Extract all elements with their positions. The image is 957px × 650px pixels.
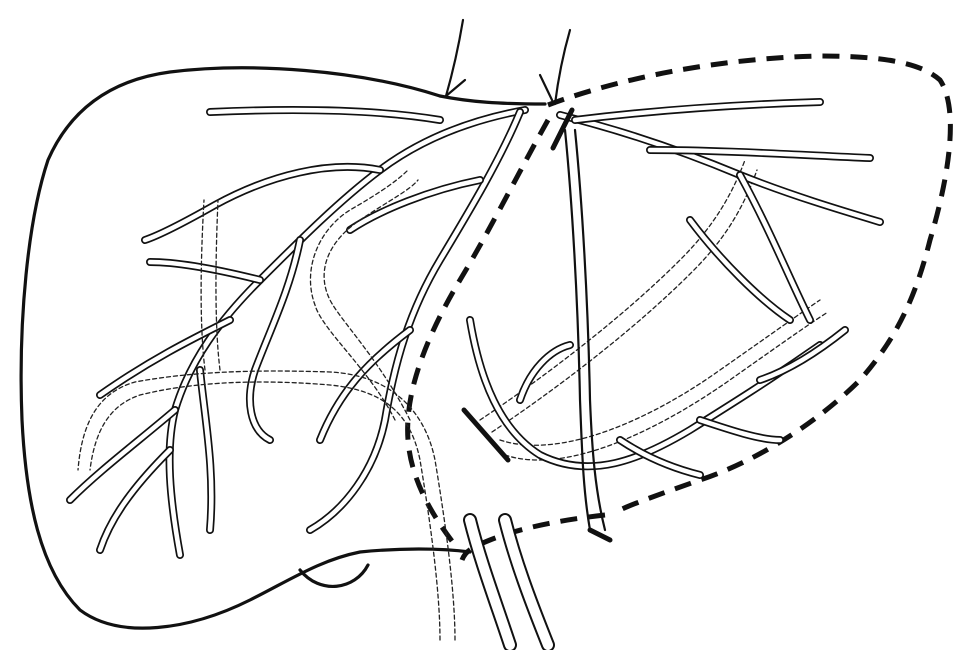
right-hepatic-vein-tree [70,110,525,555]
hilar-trunk [470,520,548,645]
left-hepatic-vein-tree [560,102,880,320]
clamp-ligament [590,530,610,540]
hepatic-vein-stub-left [555,30,570,104]
hepatic-vein-stub-left-2 [540,75,552,100]
middle-hepatic-vein [310,112,520,530]
resection-line [408,56,951,560]
left-lobe-branches [470,320,845,475]
liver-top-border [440,96,545,104]
